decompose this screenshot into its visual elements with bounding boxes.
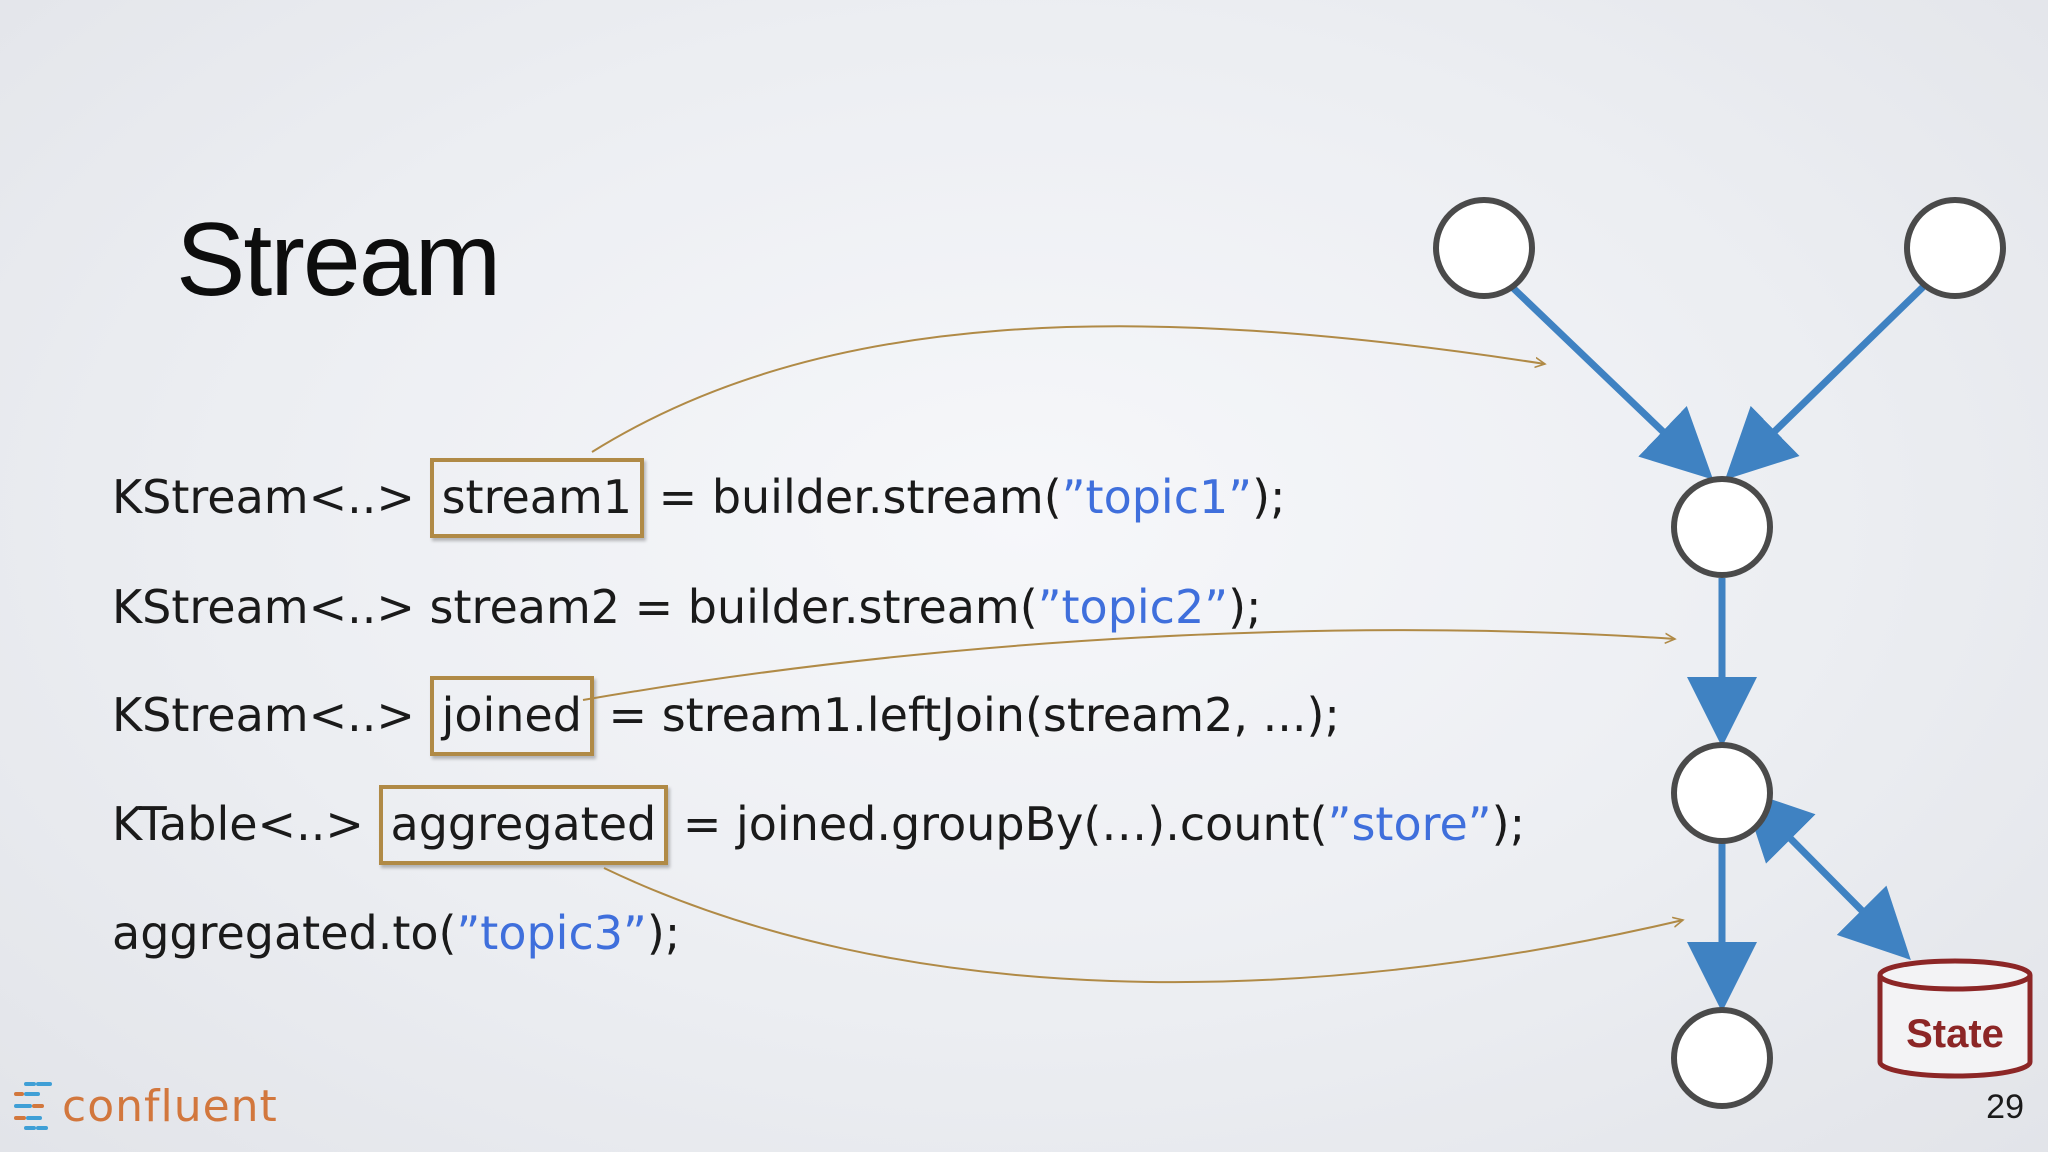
node-join — [1671, 476, 1773, 578]
highlight-aggregated: aggregated — [378, 785, 669, 865]
code-line-to-topic3: aggregated.to(”topic3”); — [112, 910, 680, 956]
node-sink-topic3 — [1671, 1007, 1773, 1109]
code-text: KTable<..> — [112, 797, 379, 851]
code-text: = stream1.leftJoin(stream2, ...); — [593, 688, 1340, 742]
code-text: ); — [646, 906, 681, 960]
node-aggregate — [1671, 742, 1773, 844]
annotation-arrow-aggregated — [603, 867, 1683, 984]
node-source-topic2 — [1904, 197, 2006, 299]
string-literal: ”topic1” — [1061, 470, 1253, 524]
confluent-mark-icon — [14, 1082, 52, 1130]
annotation-arrow-joined — [582, 629, 1675, 701]
state-label: State — [1906, 1012, 2004, 1056]
code-line-aggregated: KTable<..> aggregated = joined.groupBy(…… — [112, 785, 1525, 865]
confluent-logo: confluent — [12, 1078, 278, 1134]
code-line-stream2: KStream<..> stream2 = builder.stream(”to… — [112, 584, 1262, 630]
code-text: = builder.stream( — [644, 470, 1062, 524]
state-store: State — [1877, 958, 2033, 1079]
code-line-joined: KStream<..> joined = stream1.leftJoin(st… — [112, 676, 1340, 756]
highlight-joined: joined — [429, 676, 594, 756]
code-text: KStream<..> — [112, 688, 430, 742]
logo-wordmark: confluent — [62, 1080, 278, 1132]
string-literal: ”store” — [1327, 797, 1492, 851]
code-text: ); — [1252, 470, 1286, 524]
code-text: KStream<..> stream2 = builder.stream( — [112, 580, 1038, 634]
code-text: aggregated.to( — [112, 906, 457, 960]
slide-title: Stream — [176, 202, 501, 318]
string-literal: ”topic2” — [1037, 580, 1229, 634]
highlight-stream1: stream1 — [429, 458, 645, 538]
code-line-stream1: KStream<..> stream1 = builder.stream(”to… — [112, 458, 1286, 538]
edge-aggregate-state — [1741, 789, 1911, 960]
edge-source1-to-join — [1509, 284, 1714, 480]
code-text: ); — [1491, 797, 1526, 851]
page-number: 29 — [1986, 1088, 2024, 1126]
node-source-topic1 — [1433, 197, 1535, 299]
annotation-arrow-stream1 — [591, 325, 1545, 453]
code-text: KStream<..> — [112, 470, 430, 524]
code-text: = joined.groupBy(…).count( — [668, 797, 1328, 851]
edge-source2-to-join — [1724, 284, 1926, 480]
code-text: ); — [1228, 580, 1262, 634]
string-literal: ”topic3” — [456, 906, 647, 960]
